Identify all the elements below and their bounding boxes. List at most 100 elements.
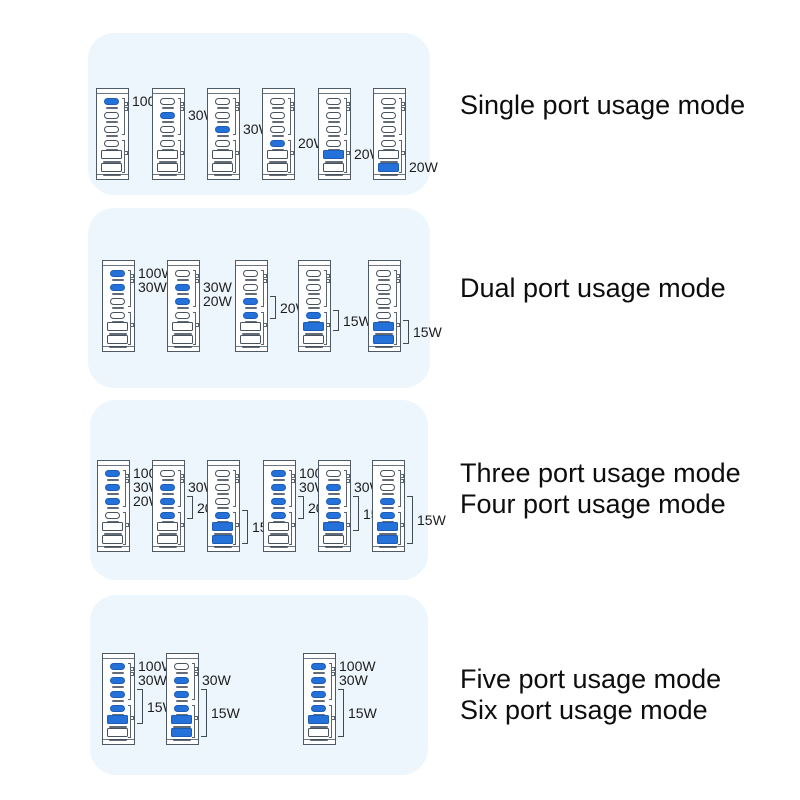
- port-label-marking: [175, 699, 188, 702]
- usb-c-group-bracket: [192, 663, 195, 700]
- port-label-marking: [327, 506, 340, 509]
- usb-c-port: [110, 663, 125, 670]
- wattage-label: 15W: [343, 312, 372, 329]
- usb-a-port: [212, 535, 233, 544]
- usb-c-port: [160, 470, 175, 477]
- wattage-label: 30W: [202, 671, 231, 688]
- usb-c-marker-icon: [346, 479, 350, 483]
- usb-c-marker-icon: [124, 107, 128, 111]
- usb-a-port: [107, 728, 128, 737]
- wattage-label: 20W: [203, 292, 232, 309]
- usb-c-port: [110, 298, 125, 305]
- wattage-label: 15W: [348, 705, 377, 721]
- usb-c-marker-icon: [124, 102, 128, 106]
- usb-a-marker-icon: [130, 323, 134, 327]
- usb-c-marker-icon: [290, 107, 294, 111]
- port-label-marking: [268, 173, 287, 176]
- port-label-marking: [111, 320, 124, 323]
- port-label-marking: [103, 545, 122, 548]
- charger-device: [318, 88, 351, 180]
- port-label-marking: [158, 160, 177, 163]
- usb-a-port: [102, 535, 123, 544]
- charger-device: [263, 460, 296, 552]
- port-label-marking: [271, 106, 284, 109]
- usb-c-marker-icon: [130, 667, 134, 671]
- charger-device: [97, 460, 130, 552]
- usb-a-group-bracket: [399, 140, 402, 173]
- port-label-marking: [161, 106, 174, 109]
- charger-device: [166, 653, 199, 745]
- usb-a-group-bracket: [178, 140, 181, 173]
- port-label-marking: [175, 685, 188, 688]
- usb-a-port: [171, 715, 192, 724]
- usb-a-port: [323, 163, 344, 172]
- usb-c-marker-icon: [235, 479, 239, 483]
- port-label-marking: [382, 106, 395, 109]
- port-label-marking: [175, 671, 188, 674]
- wattage-label: 30W: [138, 671, 167, 688]
- charger-top-cap: [264, 461, 295, 466]
- usb-c-port: [243, 284, 258, 291]
- usb-a-group-bracket: [233, 512, 236, 545]
- row-title: Dual port usage mode: [460, 273, 726, 304]
- usb-a-marker-icon: [195, 323, 199, 327]
- usb-c-group-bracket: [288, 98, 291, 135]
- usb-c-port: [175, 312, 190, 319]
- port-label-marking: [381, 492, 394, 495]
- port-label-marking: [216, 134, 229, 137]
- port-label-marking: [271, 134, 284, 137]
- port-label-marking: [382, 148, 395, 151]
- wattage-label: 20W: [409, 158, 438, 175]
- usb-c-marker-icon: [130, 672, 134, 676]
- usb-c-port: [326, 484, 341, 491]
- port-label-marking: [108, 738, 127, 741]
- usb-c-port: [215, 498, 230, 505]
- usb-a-port: [323, 535, 344, 544]
- port-label-marking: [244, 320, 257, 323]
- charger-device: [96, 88, 129, 180]
- usb-a-group-bracket: [178, 512, 181, 545]
- usb-a-port: [171, 728, 192, 737]
- usb-a-marker-icon: [291, 523, 295, 527]
- row-title-line: Six port usage mode: [460, 695, 708, 725]
- usb-c-marker-icon: [396, 274, 400, 278]
- wattage-label: 100W: [138, 657, 175, 674]
- usb-c-port: [104, 140, 119, 147]
- usb-c-group-bracket: [398, 470, 401, 507]
- usb-a-port: [308, 728, 329, 737]
- usb-c-port: [110, 691, 125, 698]
- port-label-marking: [216, 148, 229, 151]
- charger-top-cap: [103, 261, 134, 266]
- usb-c-port: [381, 112, 396, 119]
- charger-top-cap: [168, 261, 199, 266]
- usb-c-marker-icon: [180, 479, 184, 483]
- port-label-marking: [111, 699, 124, 702]
- charger-top-cap: [304, 654, 335, 659]
- charger-device: [373, 88, 406, 180]
- usb-a-port: [323, 522, 344, 531]
- usb-c-group-bracket: [178, 98, 181, 135]
- charger-top-cap: [319, 461, 350, 466]
- usb-a-marker-icon: [235, 151, 239, 155]
- wattage-group-bracket: [201, 689, 207, 737]
- usb-a-group-bracket: [344, 140, 347, 173]
- port-label-marking: [216, 520, 229, 523]
- port-label-marking: [161, 148, 174, 151]
- usb-a-port: [377, 535, 398, 544]
- port-label-marking: [241, 345, 260, 348]
- port-label-marking: [378, 545, 397, 548]
- charger-top-cap: [299, 261, 330, 266]
- usb-c-group-bracket: [193, 270, 196, 307]
- usb-c-port: [380, 512, 395, 519]
- wattage-group-bracket: [137, 689, 143, 724]
- port-label-marking: [304, 332, 323, 335]
- port-label-marking: [172, 725, 191, 728]
- port-label-marking: [213, 173, 232, 176]
- charger-top-cap: [374, 89, 405, 94]
- usb-c-group-bracket: [178, 470, 181, 507]
- usb-a-port: [212, 163, 233, 172]
- usb-a-port: [240, 322, 261, 331]
- usb-a-port: [308, 715, 329, 724]
- port-label-marking: [105, 120, 118, 123]
- usb-c-port: [110, 270, 125, 277]
